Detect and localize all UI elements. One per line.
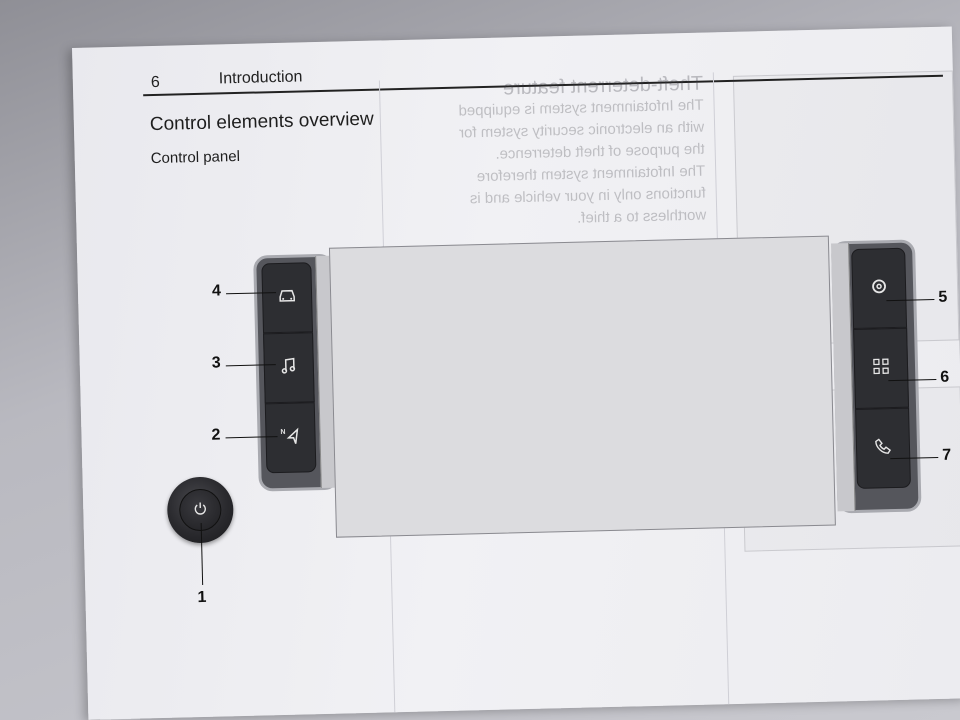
navigation-icon: N <box>279 425 302 451</box>
callout-4: 4 <box>211 282 222 300</box>
power-knob-cap <box>178 488 222 532</box>
settings-button[interactable] <box>851 247 908 329</box>
section-subtitle: Control panel <box>150 147 241 168</box>
apps-grid-icon <box>872 357 891 380</box>
display-screen <box>328 235 836 538</box>
settings-icon <box>869 276 890 301</box>
phone-icon <box>874 437 893 460</box>
callout-6: 6 <box>940 368 950 386</box>
car-icon <box>277 287 298 308</box>
callout-3: 3 <box>211 354 221 372</box>
svg-text:N: N <box>280 428 285 435</box>
apps-button[interactable] <box>853 327 910 409</box>
ghost-text-block: Theft-deterrent feature The Infotainment… <box>403 73 707 234</box>
vehicle-button[interactable] <box>261 262 314 334</box>
power-knob[interactable] <box>166 476 235 544</box>
phone-button[interactable] <box>855 407 911 489</box>
callout-7: 7 <box>942 446 952 464</box>
page-number: 6 <box>150 73 160 92</box>
chapter-title: Introduction <box>218 68 303 88</box>
ghost-toc <box>151 178 156 258</box>
audio-button[interactable] <box>263 332 315 404</box>
callout-2: 2 <box>211 426 221 444</box>
section-title: Control elements overview <box>149 108 374 136</box>
manual-page: 6 Introduction Control elements overview… <box>72 26 960 720</box>
callout-1: 1 <box>197 588 207 607</box>
power-icon <box>193 500 207 519</box>
navigation-button[interactable]: N <box>264 402 317 474</box>
callout-5: 5 <box>938 288 948 306</box>
music-note-icon <box>280 356 299 379</box>
